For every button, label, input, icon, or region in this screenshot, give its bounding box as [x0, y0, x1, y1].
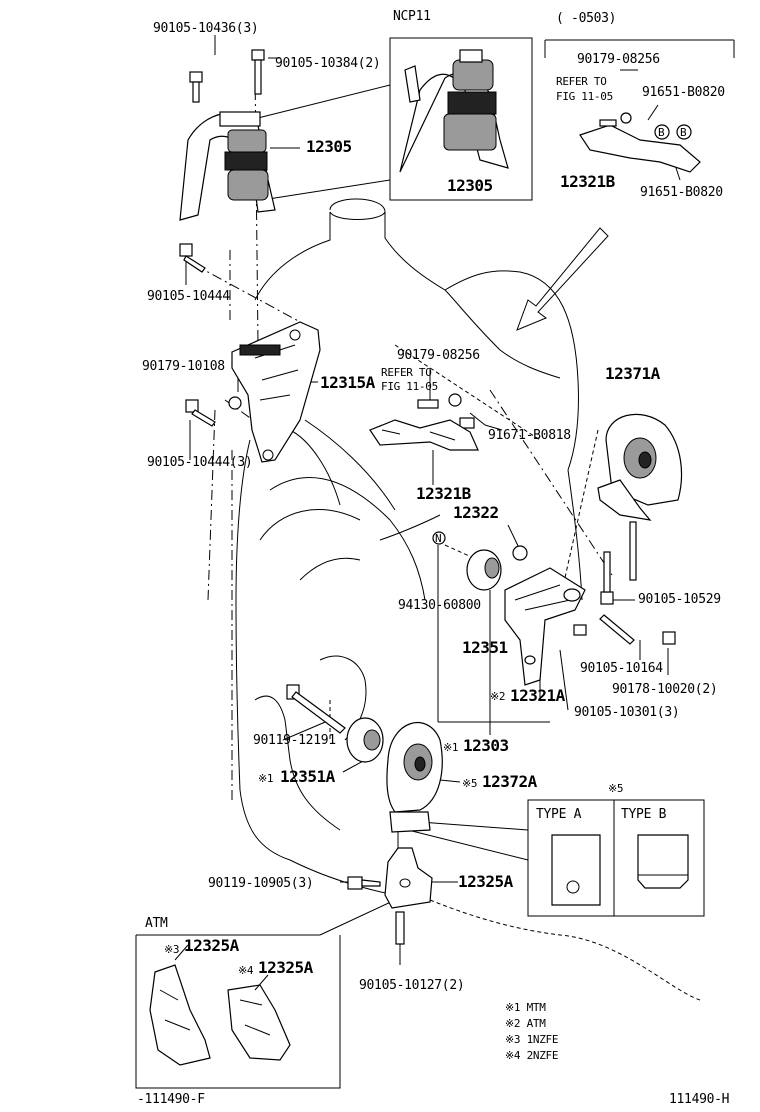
bolts: [179, 49, 676, 945]
bracket-12315A: [231, 321, 321, 463]
label-12371A: 12371A: [605, 364, 660, 383]
legend-item: ※1 MTM: [505, 1002, 558, 1013]
label-12305-inset: 12305: [447, 176, 493, 195]
legend-item: ※4 2NZFE: [505, 1050, 558, 1061]
legend-text: MTM: [526, 1001, 546, 1014]
label-90105-10529: 90105-10529: [638, 592, 721, 607]
legend-text: ATM: [526, 1017, 546, 1030]
label-90178-10020: 90178-10020(2): [612, 682, 718, 697]
mount-12372A: [386, 722, 443, 833]
label-type-b: TYPE B: [621, 807, 667, 822]
label-type-a: TYPE A: [536, 807, 582, 822]
bushing-12351A: [346, 717, 384, 763]
label-90105-10384: 90105-10384(2): [275, 56, 381, 71]
mark-2-12321A: ※2: [490, 690, 506, 703]
legend-text: 2NZFE: [526, 1049, 559, 1062]
label-12325A-4: 12325A: [258, 958, 313, 977]
label-12315A: 12315A: [320, 373, 375, 392]
label-90119-10905: 90119-10905(3): [208, 876, 314, 891]
legend-text: 1NZFE: [526, 1033, 559, 1046]
mark-5-12372A: ※5: [462, 777, 478, 790]
label-ncp11: NCP11: [393, 9, 431, 24]
label-90105-10301: 90105-10301(3): [574, 705, 680, 720]
label-90105-10444: 90105-10444: [147, 289, 230, 304]
label-12372A: 12372A: [482, 772, 537, 791]
label-12321B-top: 12321B: [560, 172, 615, 191]
badge-b-1: B: [658, 126, 665, 139]
figure-id-left: -111490-F: [137, 1092, 205, 1107]
label-90179-10108: 90179-10108: [142, 359, 225, 374]
mark-1-12303: ※1: [443, 741, 459, 754]
label-12351A: 12351A: [280, 767, 335, 786]
label-refer-top-1: REFER TO: [556, 75, 607, 88]
mark-1-12351A: ※1: [258, 772, 274, 785]
label-12321B-mid: 12321B: [416, 484, 471, 503]
label-12321A: 12321A: [510, 686, 565, 705]
badge-b-2: B: [680, 126, 687, 139]
legend-mark: ※1: [505, 1001, 521, 1014]
atm-box: [135, 934, 341, 1089]
bracket-12325A: [384, 847, 433, 909]
legend-item: ※2 ATM: [505, 1018, 558, 1029]
label-90179-08256-top: 90179-08256: [577, 52, 660, 67]
label-91671-b0818: 91671-B0818: [488, 428, 571, 443]
label-12303: 12303: [463, 736, 509, 755]
figure-id-right: 111490-H: [669, 1092, 730, 1107]
label-12325A-3: 12325A: [184, 936, 239, 955]
label-12325A: 12325A: [458, 872, 513, 891]
label-12305-left: 12305: [306, 137, 352, 156]
label-90105-10436: 90105-10436(3): [153, 21, 259, 36]
label-refer-mid-1: REFER TO: [381, 366, 432, 379]
label-refer-mid-2: FIG 11-05: [381, 380, 438, 393]
mark-3: ※3: [164, 943, 180, 956]
label-90105-10444-3: 90105-10444(3): [147, 455, 253, 470]
badge-n: N: [435, 532, 442, 545]
label-90105-10127: 90105-10127(2): [359, 978, 465, 993]
engine-mount-12305: [179, 111, 276, 221]
b-badges: [432, 124, 692, 545]
legend-item: ※3 1NZFE: [505, 1034, 558, 1045]
label-94130-60800: 94130-60800: [398, 598, 481, 613]
label-type-note: ※5: [608, 782, 624, 795]
legend-mark: ※3: [505, 1033, 521, 1046]
label-91651-b0820-b: 91651-B0820: [640, 185, 723, 200]
type-box: [527, 799, 705, 917]
label-12322: 12322: [453, 503, 499, 522]
label-90105-10164: 90105-10164: [580, 661, 663, 676]
leader-lines: [185, 35, 681, 965]
legend-mark: ※2: [505, 1017, 521, 1030]
label-refer-top-2: FIG 11-05: [556, 90, 613, 103]
label-90179-08256-mid: 90179-08256: [397, 348, 480, 363]
label-atm: ATM: [145, 916, 168, 931]
ncp11-inset: [389, 37, 533, 201]
bracket-12321A: [504, 567, 586, 686]
bracket-12321B-top: [544, 39, 735, 173]
legend: ※1 MTM ※2 ATM ※3 1NZFE ※4 2NZFE: [505, 1002, 558, 1061]
legend-mark: ※4: [505, 1049, 521, 1062]
label-91651-b0820-a: 91651-B0820: [642, 85, 725, 100]
bracket-12321B-mid: [369, 419, 479, 451]
direction-arrow: [516, 227, 609, 331]
label-90119-12191: 90119-12191: [253, 733, 336, 748]
mark-4: ※4: [238, 964, 254, 977]
bushing-12351: [466, 549, 502, 591]
label-date-range: ( -0503): [556, 11, 617, 26]
label-12351: 12351: [462, 638, 508, 657]
mount-12371A: [597, 413, 683, 521]
